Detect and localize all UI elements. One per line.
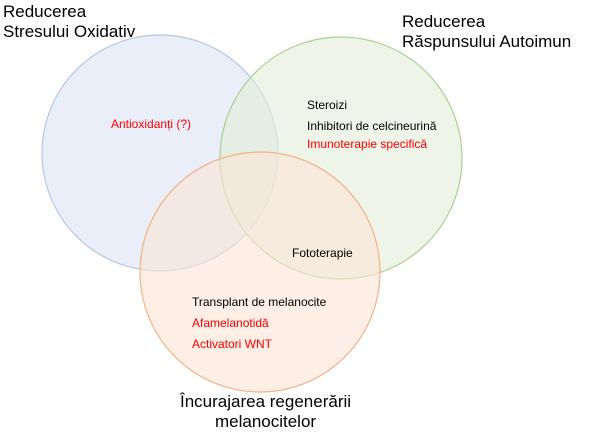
oxidative-stress-title-line1: Reducerea bbox=[3, 2, 87, 21]
autoimmune-response-title: Reducerea Răspunsului Autoimun bbox=[402, 12, 571, 52]
item-phototherapy: Fototerapie bbox=[292, 246, 353, 260]
item-antioxidants: Antioxidanți (?) bbox=[111, 117, 192, 131]
autoimmune-response-title-line1: Reducerea bbox=[402, 12, 486, 31]
melanocyte-regeneration-title-line1: Încurajarea regenerării bbox=[180, 392, 352, 411]
item-specific-immunotherapy: Imunoterapie specifică bbox=[307, 137, 428, 151]
item-calcineurin-inhibitors: Inhibitori de celcineurină bbox=[307, 119, 437, 133]
autoimmune-response-title-line2: Răspunsului Autoimun bbox=[402, 32, 572, 51]
item-wnt-activators: Activatori WNT bbox=[192, 337, 273, 351]
oxidative-stress-title: Reducerea Stresului Oxidativ bbox=[3, 2, 135, 42]
circle-melanocyte-regeneration bbox=[139, 151, 381, 393]
item-melanocyte-transplant: Transplant de melanocite bbox=[192, 295, 327, 309]
melanocyte-regeneration-title: Încurajarea regenerării melanocitelor bbox=[180, 392, 351, 432]
oxidative-stress-title-line2: Stresului Oxidativ bbox=[3, 22, 136, 41]
item-steroids: Steroizi bbox=[307, 98, 348, 112]
melanocyte-regeneration-title-line2: melanocitelor bbox=[214, 412, 317, 431]
item-afamelanotide: Afamelanotidă bbox=[192, 316, 269, 330]
